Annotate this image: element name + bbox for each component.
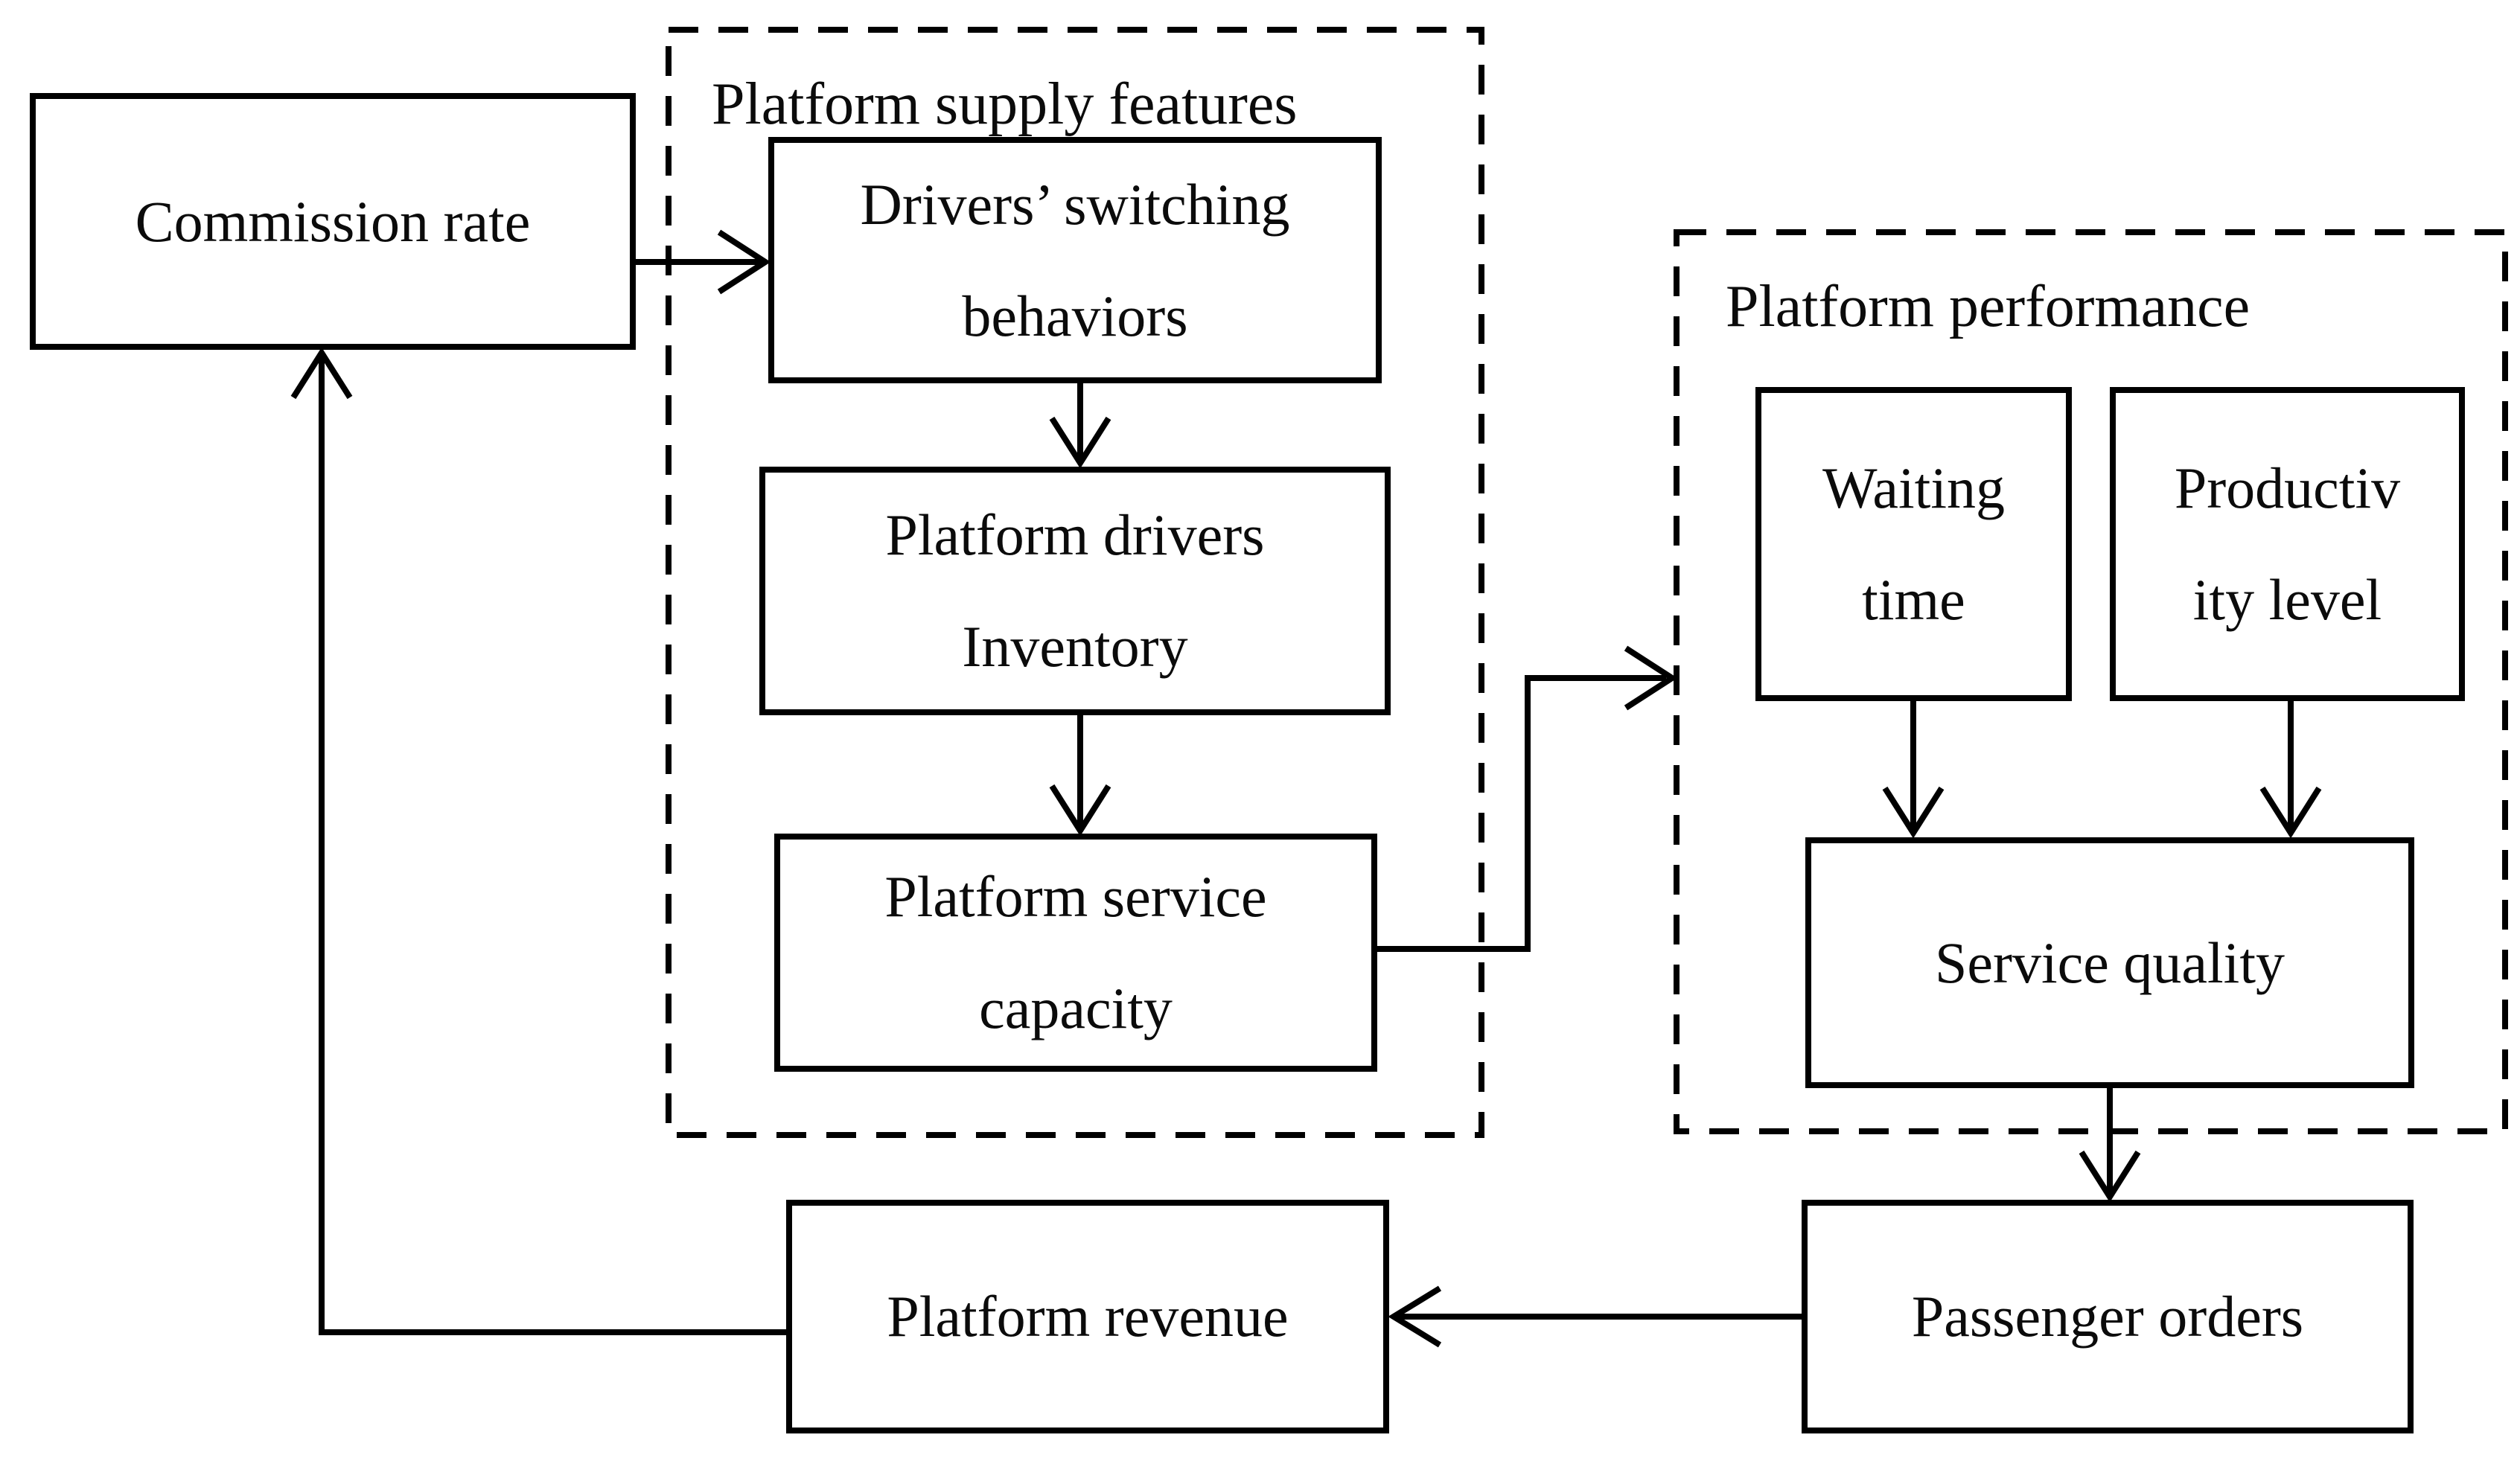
arrow-capacity-to-performance: [1377, 645, 1678, 952]
performance-container-label: Platform performance: [1726, 274, 2251, 339]
arrow-commission-to-drivers: [636, 229, 771, 295]
arrow-productivity-to-service: [2259, 701, 2322, 839]
node-platform-revenue: Platform revenue: [786, 1200, 1389, 1433]
node-productivity-level-label: Productiv ity level: [2174, 455, 2401, 632]
arrow-passenger-to-revenue: [1388, 1285, 1802, 1348]
node-platform-revenue-label: Platform revenue: [887, 1284, 1289, 1349]
node-service-quality-label: Service quality: [1934, 930, 2285, 995]
node-productivity-level: Productiv ity level: [2110, 387, 2465, 701]
arrow-waiting-to-service: [1882, 701, 1945, 839]
node-passenger-orders-label: Passenger orders: [1911, 1284, 2304, 1349]
node-commission-rate-label: Commission rate: [135, 188, 531, 254]
node-service-quality: Service quality: [1805, 837, 2414, 1088]
node-drivers-switching-behaviors: Drivers’ switching behaviors: [768, 137, 1382, 383]
performance-container-border: [1674, 229, 2508, 1134]
arrow-service-to-passenger: [2079, 1088, 2141, 1203]
node-waiting-time: Waiting time: [1755, 387, 2072, 701]
arrow-drivers-to-inventory: [1049, 383, 1111, 469]
node-platform-drivers-inventory-label: Platform drivers Inventory: [885, 502, 1265, 679]
node-platform-service-capacity-label: Platform service capacity: [884, 864, 1267, 1040]
supply-container-border: [666, 27, 1484, 1138]
node-passenger-orders: Passenger orders: [1802, 1200, 2414, 1433]
node-commission-rate: Commission rate: [30, 93, 636, 350]
supply-container-label: Platform supply features: [712, 71, 1298, 137]
node-drivers-switching-behaviors-label: Drivers’ switching behaviors: [860, 171, 1290, 348]
arrow-revenue-to-commission: [290, 347, 786, 1335]
node-waiting-time-label: Waiting time: [1822, 455, 2005, 632]
node-platform-drivers-inventory: Platform drivers Inventory: [759, 467, 1391, 715]
arrow-inventory-to-capacity: [1049, 715, 1111, 837]
node-platform-service-capacity: Platform service capacity: [774, 834, 1377, 1072]
